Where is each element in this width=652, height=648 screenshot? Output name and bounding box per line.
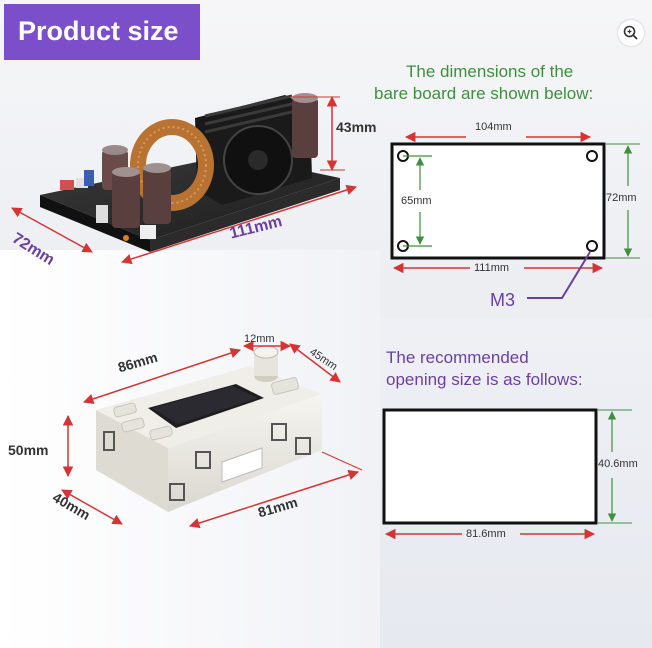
pcb-depth-arrow — [11, 207, 93, 253]
bare-board-heading-line2: bare board are shown below: — [374, 84, 594, 103]
page-title: Product size — [18, 16, 179, 46]
zoom-magnifier-icon — [623, 25, 638, 40]
board-height-outer-label: 72mm — [606, 192, 637, 204]
module-length-arrow — [189, 469, 359, 529]
board-height-inner-label: 65mm — [401, 195, 432, 207]
module-height-label: 50mm — [8, 442, 49, 458]
mount-hole-tr — [586, 150, 598, 162]
bare-board-heading-line1: The dimensions of the — [406, 62, 574, 81]
zoom-button[interactable] — [618, 20, 644, 46]
pcb-photo — [40, 93, 340, 252]
module-depth-arrow — [61, 489, 123, 525]
module-length-guide — [321, 451, 363, 471]
m3-leader-line — [527, 251, 591, 299]
pcb-length-arrow — [121, 184, 357, 265]
opening-width-label: 81.6mm — [466, 528, 506, 540]
opening-outline — [382, 408, 598, 525]
module-angle-arrow — [289, 343, 341, 383]
screw-label: M3 — [490, 290, 516, 310]
module-width-arrow — [83, 348, 241, 404]
board-width-bottom-label: 111mm — [474, 262, 510, 274]
bare-board-outline — [390, 142, 606, 260]
opening-heading-line2: opening size is as follows: — [386, 370, 583, 389]
opening-heading-line1: The recommended — [386, 348, 529, 367]
opening-height-label: 40.6mm — [598, 458, 638, 470]
board-width-top-label: 104mm — [475, 121, 512, 133]
title-banner: Product size — [4, 4, 200, 60]
pcb-height-label: 43mm — [336, 119, 377, 135]
mount-hole-br — [586, 240, 598, 252]
module-knob-label: 12mm — [244, 333, 275, 345]
